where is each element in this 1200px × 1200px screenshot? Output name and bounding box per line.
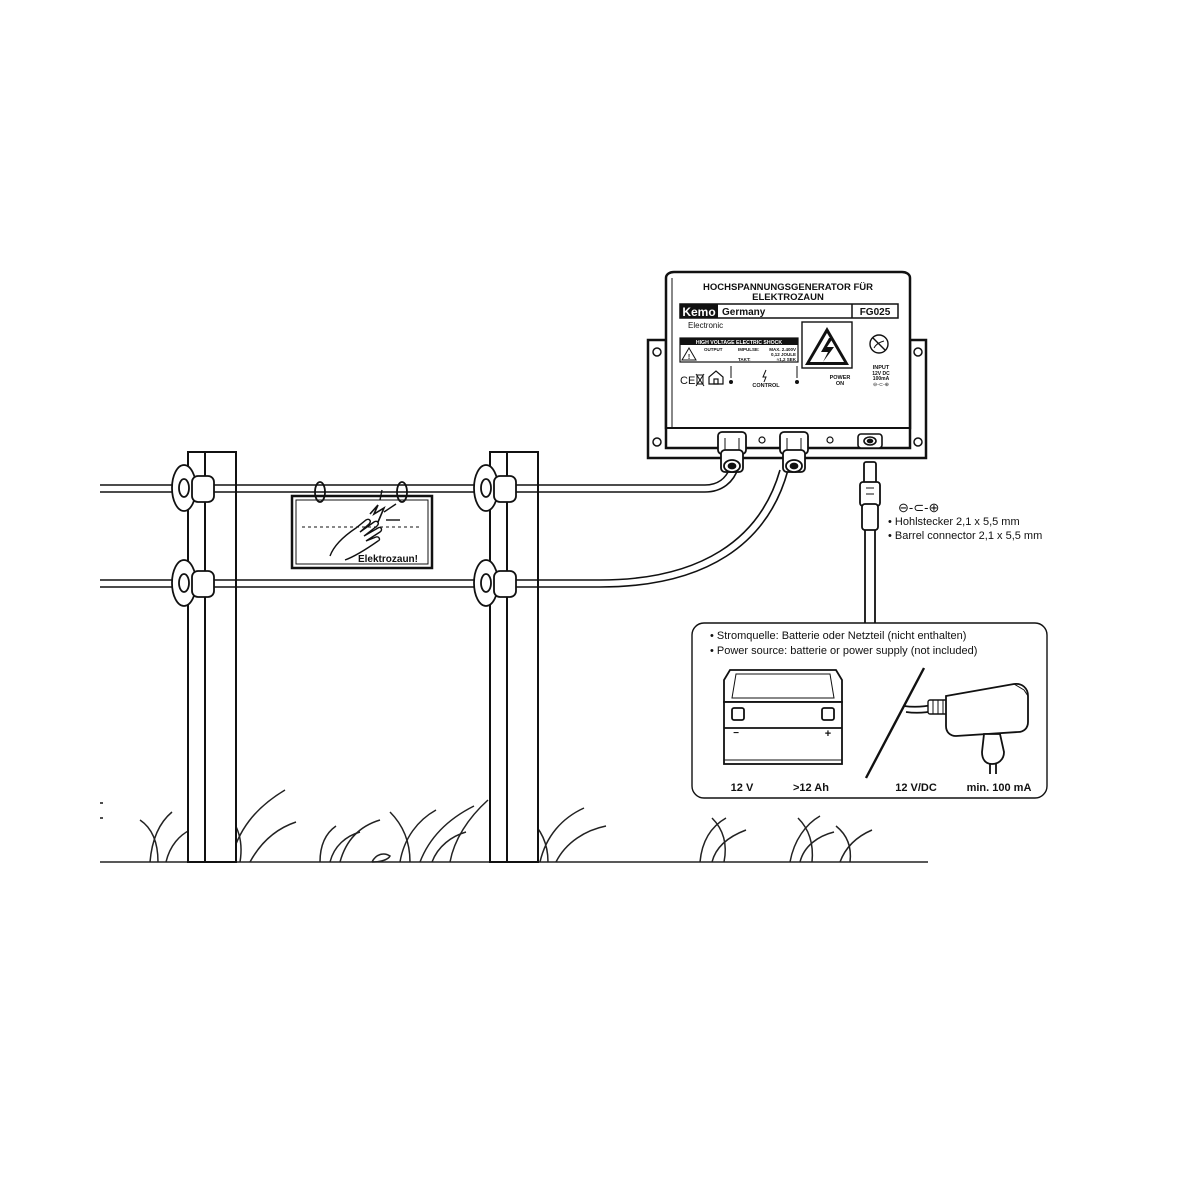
small-warning-icon: ! (681, 347, 697, 361)
hand-shock-icon (329, 489, 400, 561)
connector-line1: • Hohlstecker 2,1 x 5,5 mm (888, 516, 1020, 528)
fence-post-left (187, 451, 237, 863)
power-label-2: ON (836, 381, 844, 387)
lightning-icon (762, 369, 767, 383)
barrel-plug (859, 461, 881, 531)
insulators (171, 464, 517, 607)
power-source-line2: • Power source: batterie or power supply… (710, 645, 977, 657)
indicator-hole-2 (826, 436, 834, 444)
brand-name: Kemo (682, 305, 715, 319)
indicator-hole-1 (758, 436, 766, 444)
battery-plus: + (825, 728, 831, 740)
takt-label: TAKT: (738, 357, 751, 362)
svg-text:!: ! (688, 354, 690, 361)
output-dot-left (729, 380, 733, 384)
psu-current: min. 100 mA (967, 782, 1032, 794)
or-divider (864, 667, 926, 779)
sign-text: Elektrozaun! (358, 554, 418, 565)
fence-post-right (489, 451, 539, 863)
device-title-line1: HOCHSPANNUNGSGENERATOR FÜR (703, 282, 873, 293)
energy-value: 0,12 JOULE (771, 352, 796, 357)
warning-banner: HIGH VOLTAGE ELECTRIC SHOCK (696, 340, 783, 346)
input-voltage: 12V DC (872, 371, 890, 377)
recycle-bin-icon (695, 373, 705, 387)
psu-voltage: 12 V/DC (895, 782, 937, 794)
fence-energizer-device: HOCHSPANNUNGSGENERATOR FÜR ELEKTROZAUN K… (646, 270, 928, 473)
device-model: FG025 (860, 307, 891, 318)
brand-subtitle: Electronic (688, 321, 723, 330)
power-source-line1: • Stromquelle: Batterie oder Netzteil (n… (710, 630, 966, 642)
grass-tufts (139, 789, 873, 863)
impulse-label: IMPULSE: (738, 347, 760, 352)
no-touch-icon (869, 334, 889, 354)
battery-icon (723, 669, 843, 765)
output-dot-right (795, 380, 799, 384)
indoor-house-icon (708, 370, 724, 385)
takt-value: ≈1,2 SEK (777, 357, 797, 362)
device-origin: Germany (722, 307, 766, 318)
brand-logo (680, 304, 718, 318)
control-label: CONTROL (752, 383, 780, 389)
connector-note: ⊖-⊂-⊕ • Hohlstecker 2,1 x 5,5 mm • Barre… (888, 500, 1042, 542)
battery-minus: − (733, 728, 739, 739)
connector-polarity-symbol: ⊖-⊂-⊕ (898, 500, 939, 515)
connector-line2: • Barrel connector 2,1 x 5,5 mm (888, 530, 1042, 542)
power-supply-adapter-icon (903, 683, 1029, 774)
ce-mark: CE (680, 375, 695, 387)
power-label-1: POWER (830, 375, 851, 381)
impulse-value: MAX. 2.400V (769, 347, 796, 352)
output-terminal-right (779, 431, 809, 473)
battery-capacity: >12 Ah (793, 782, 829, 794)
input-polarity-symbol: ⊖-⊂-⊕ (873, 382, 889, 388)
dc-input-jack (857, 433, 883, 449)
input-current: 100mA (873, 376, 890, 382)
output-label-small: OUTPUT (704, 347, 723, 352)
device-title-line2: ELEKTROZAUN (752, 292, 824, 303)
fence-warning-sign: Elektrozaun! (290, 481, 434, 570)
output-terminal-left (717, 431, 747, 473)
input-label: INPUT (873, 365, 890, 371)
power-cable (864, 530, 876, 624)
sign-rings (314, 481, 408, 503)
battery-voltage: 12 V (731, 782, 754, 794)
power-source-box: • Stromquelle: Batterie oder Netzteil (n… (691, 622, 1048, 799)
high-voltage-warning-icon (801, 321, 853, 369)
